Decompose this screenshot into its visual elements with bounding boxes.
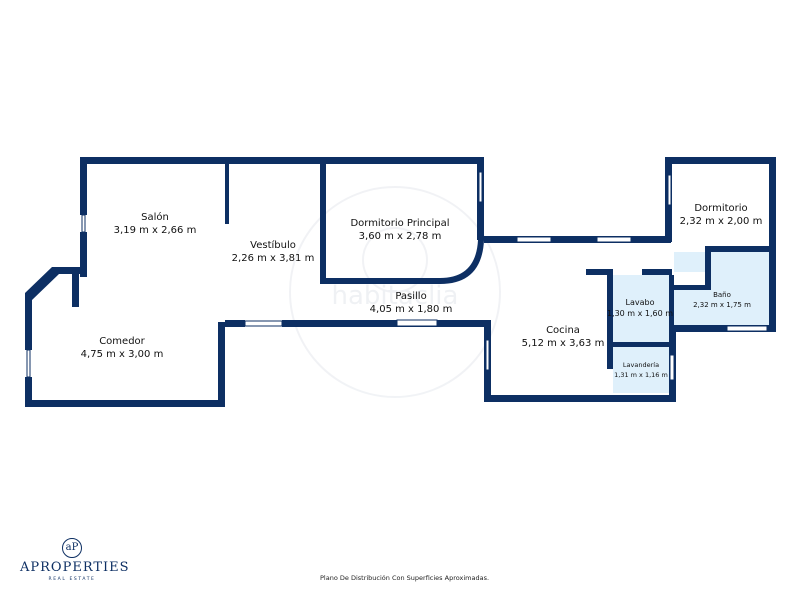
logo-mark-icon: aP xyxy=(62,538,82,558)
room-salon: Salón 3,19 m x 2,66 m xyxy=(114,211,197,236)
svg-text:1,31 m x 1,16 m: 1,31 m x 1,16 m xyxy=(614,371,668,379)
watermark: habitaclia xyxy=(289,186,501,398)
room-pasillo: Pasillo 4,05 m x 1,80 m xyxy=(370,291,453,315)
room-comedor: Comedor 4,75 m x 3,00 m xyxy=(81,336,164,360)
room-bano: Baño 2,32 m x 1,75 m xyxy=(693,291,751,309)
lavabo-fill xyxy=(613,275,669,342)
logo-name: APROPERTIES xyxy=(20,560,130,575)
lavanderia-fill xyxy=(613,347,670,393)
svg-text:Dormitorio Principal: Dormitorio Principal xyxy=(350,218,449,229)
windows xyxy=(26,171,768,381)
room-lavanderia: Lavandería 1,31 m x 1,16 m xyxy=(614,361,668,379)
svg-text:4,05 m x 1,80 m: 4,05 m x 1,80 m xyxy=(370,304,453,315)
svg-text:4,75 m x 3,00 m: 4,75 m x 3,00 m xyxy=(81,349,164,360)
svg-text:1,30 m x 1,60 m: 1,30 m x 1,60 m xyxy=(607,309,673,318)
svg-text:Comedor: Comedor xyxy=(99,336,145,347)
plan-footnote: Plano De Distribución Con Superficies Ap… xyxy=(320,574,490,582)
svg-text:Pasillo: Pasillo xyxy=(395,291,426,302)
svg-text:2,32 m x 1,75 m: 2,32 m x 1,75 m xyxy=(693,301,751,309)
room-lavabo: Lavabo 1,30 m x 1,60 m xyxy=(607,298,673,318)
svg-text:Lavabo: Lavabo xyxy=(626,298,655,307)
svg-text:5,12 m x 3,63 m: 5,12 m x 3,63 m xyxy=(522,338,605,349)
svg-text:Baño: Baño xyxy=(713,291,731,299)
svg-text:2,32 m x 2,00 m: 2,32 m x 2,00 m xyxy=(680,216,763,227)
svg-text:3,19 m x 2,66 m: 3,19 m x 2,66 m xyxy=(114,225,197,236)
svg-text:Dormitorio: Dormitorio xyxy=(694,203,747,214)
logo-subtitle: REAL ESTATE xyxy=(48,577,96,582)
svg-text:Cocina: Cocina xyxy=(546,325,580,336)
company-logo: aP APROPERTIES REAL ESTATE xyxy=(20,538,130,582)
svg-text:Vestíbulo: Vestíbulo xyxy=(250,239,296,251)
room-dormitorio-principal: Dormitorio Principal 3,60 m x 2,78 m xyxy=(350,218,449,242)
svg-text:2,26 m x 3,81 m: 2,26 m x 3,81 m xyxy=(232,253,315,264)
bano-fill xyxy=(674,252,769,325)
room-dormitorio: Dormitorio 2,32 m x 2,00 m xyxy=(680,203,763,227)
room-cocina: Cocina 5,12 m x 3,63 m xyxy=(522,325,605,349)
svg-text:Lavandería: Lavandería xyxy=(623,361,659,369)
svg-text:Salón: Salón xyxy=(141,211,169,223)
room-vestibulo: Vestíbulo 2,26 m x 3,81 m xyxy=(232,239,315,264)
svg-text:3,60 m x 2,78 m: 3,60 m x 2,78 m xyxy=(359,231,442,242)
svg-text:habitaclia: habitaclia xyxy=(332,281,459,311)
